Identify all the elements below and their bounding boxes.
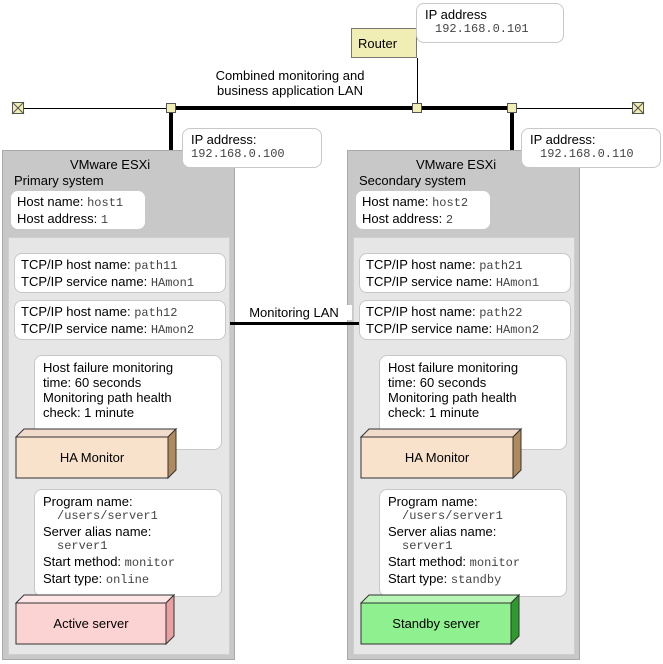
primary-ha-monitor-label: HA Monitor — [59, 450, 125, 465]
primary-esxi-title: VMware ESXi — [70, 157, 151, 172]
primary-tcp2-card: TCP/IP host name: path12 TCP/IP service … — [14, 300, 226, 340]
secondary-system-label: Secondary system — [359, 173, 466, 188]
monitoring-lan-label: Monitoring LAN — [236, 305, 352, 320]
combined-lan-label: Combined monitoring and business applica… — [215, 68, 365, 98]
lan-thick — [170, 106, 512, 110]
primary-ip-card: IP address: 192.168.0.100 — [182, 128, 322, 168]
router-label: Router — [358, 36, 398, 51]
lan-node-primary — [166, 103, 176, 113]
lan-thin-left — [18, 108, 170, 109]
monitoring-lan-line — [230, 322, 359, 325]
router-box — [351, 28, 417, 58]
secondary-ha-monitor-label: HA Monitor — [404, 450, 470, 465]
primary-program-card: Program name: /users/server1 Server alia… — [34, 489, 222, 597]
secondary-standby-server-label: Standby server — [392, 616, 480, 631]
lan-thin-right — [512, 108, 638, 109]
router-ip-card: IP address 192.168.0.101 — [416, 3, 564, 43]
lan-node-secondary — [507, 103, 517, 113]
router-link — [417, 58, 418, 108]
primary-tcp1-card: TCP/IP host name: path11 TCP/IP service … — [14, 253, 226, 293]
secondary-host-card: Host name: host2 Host address: 2 — [355, 190, 491, 230]
primary-active-server-label: Active server — [53, 616, 129, 631]
secondary-ip-card: IP address: 192.168.0.110 — [521, 128, 661, 168]
secondary-tcp1-card: TCP/IP host name: path21 TCP/IP service … — [359, 253, 571, 293]
primary-system-label: Primary system — [14, 173, 104, 188]
secondary-tcp2-card: TCP/IP host name: path22 TCP/IP service … — [359, 300, 571, 340]
secondary-program-card: Program name: /users/server1 Server alia… — [379, 489, 567, 597]
primary-host-card: Host name: host1 Host address: 1 — [10, 190, 146, 230]
secondary-esxi-title: VMware ESXi — [416, 157, 497, 172]
lan-node-router — [412, 103, 422, 113]
